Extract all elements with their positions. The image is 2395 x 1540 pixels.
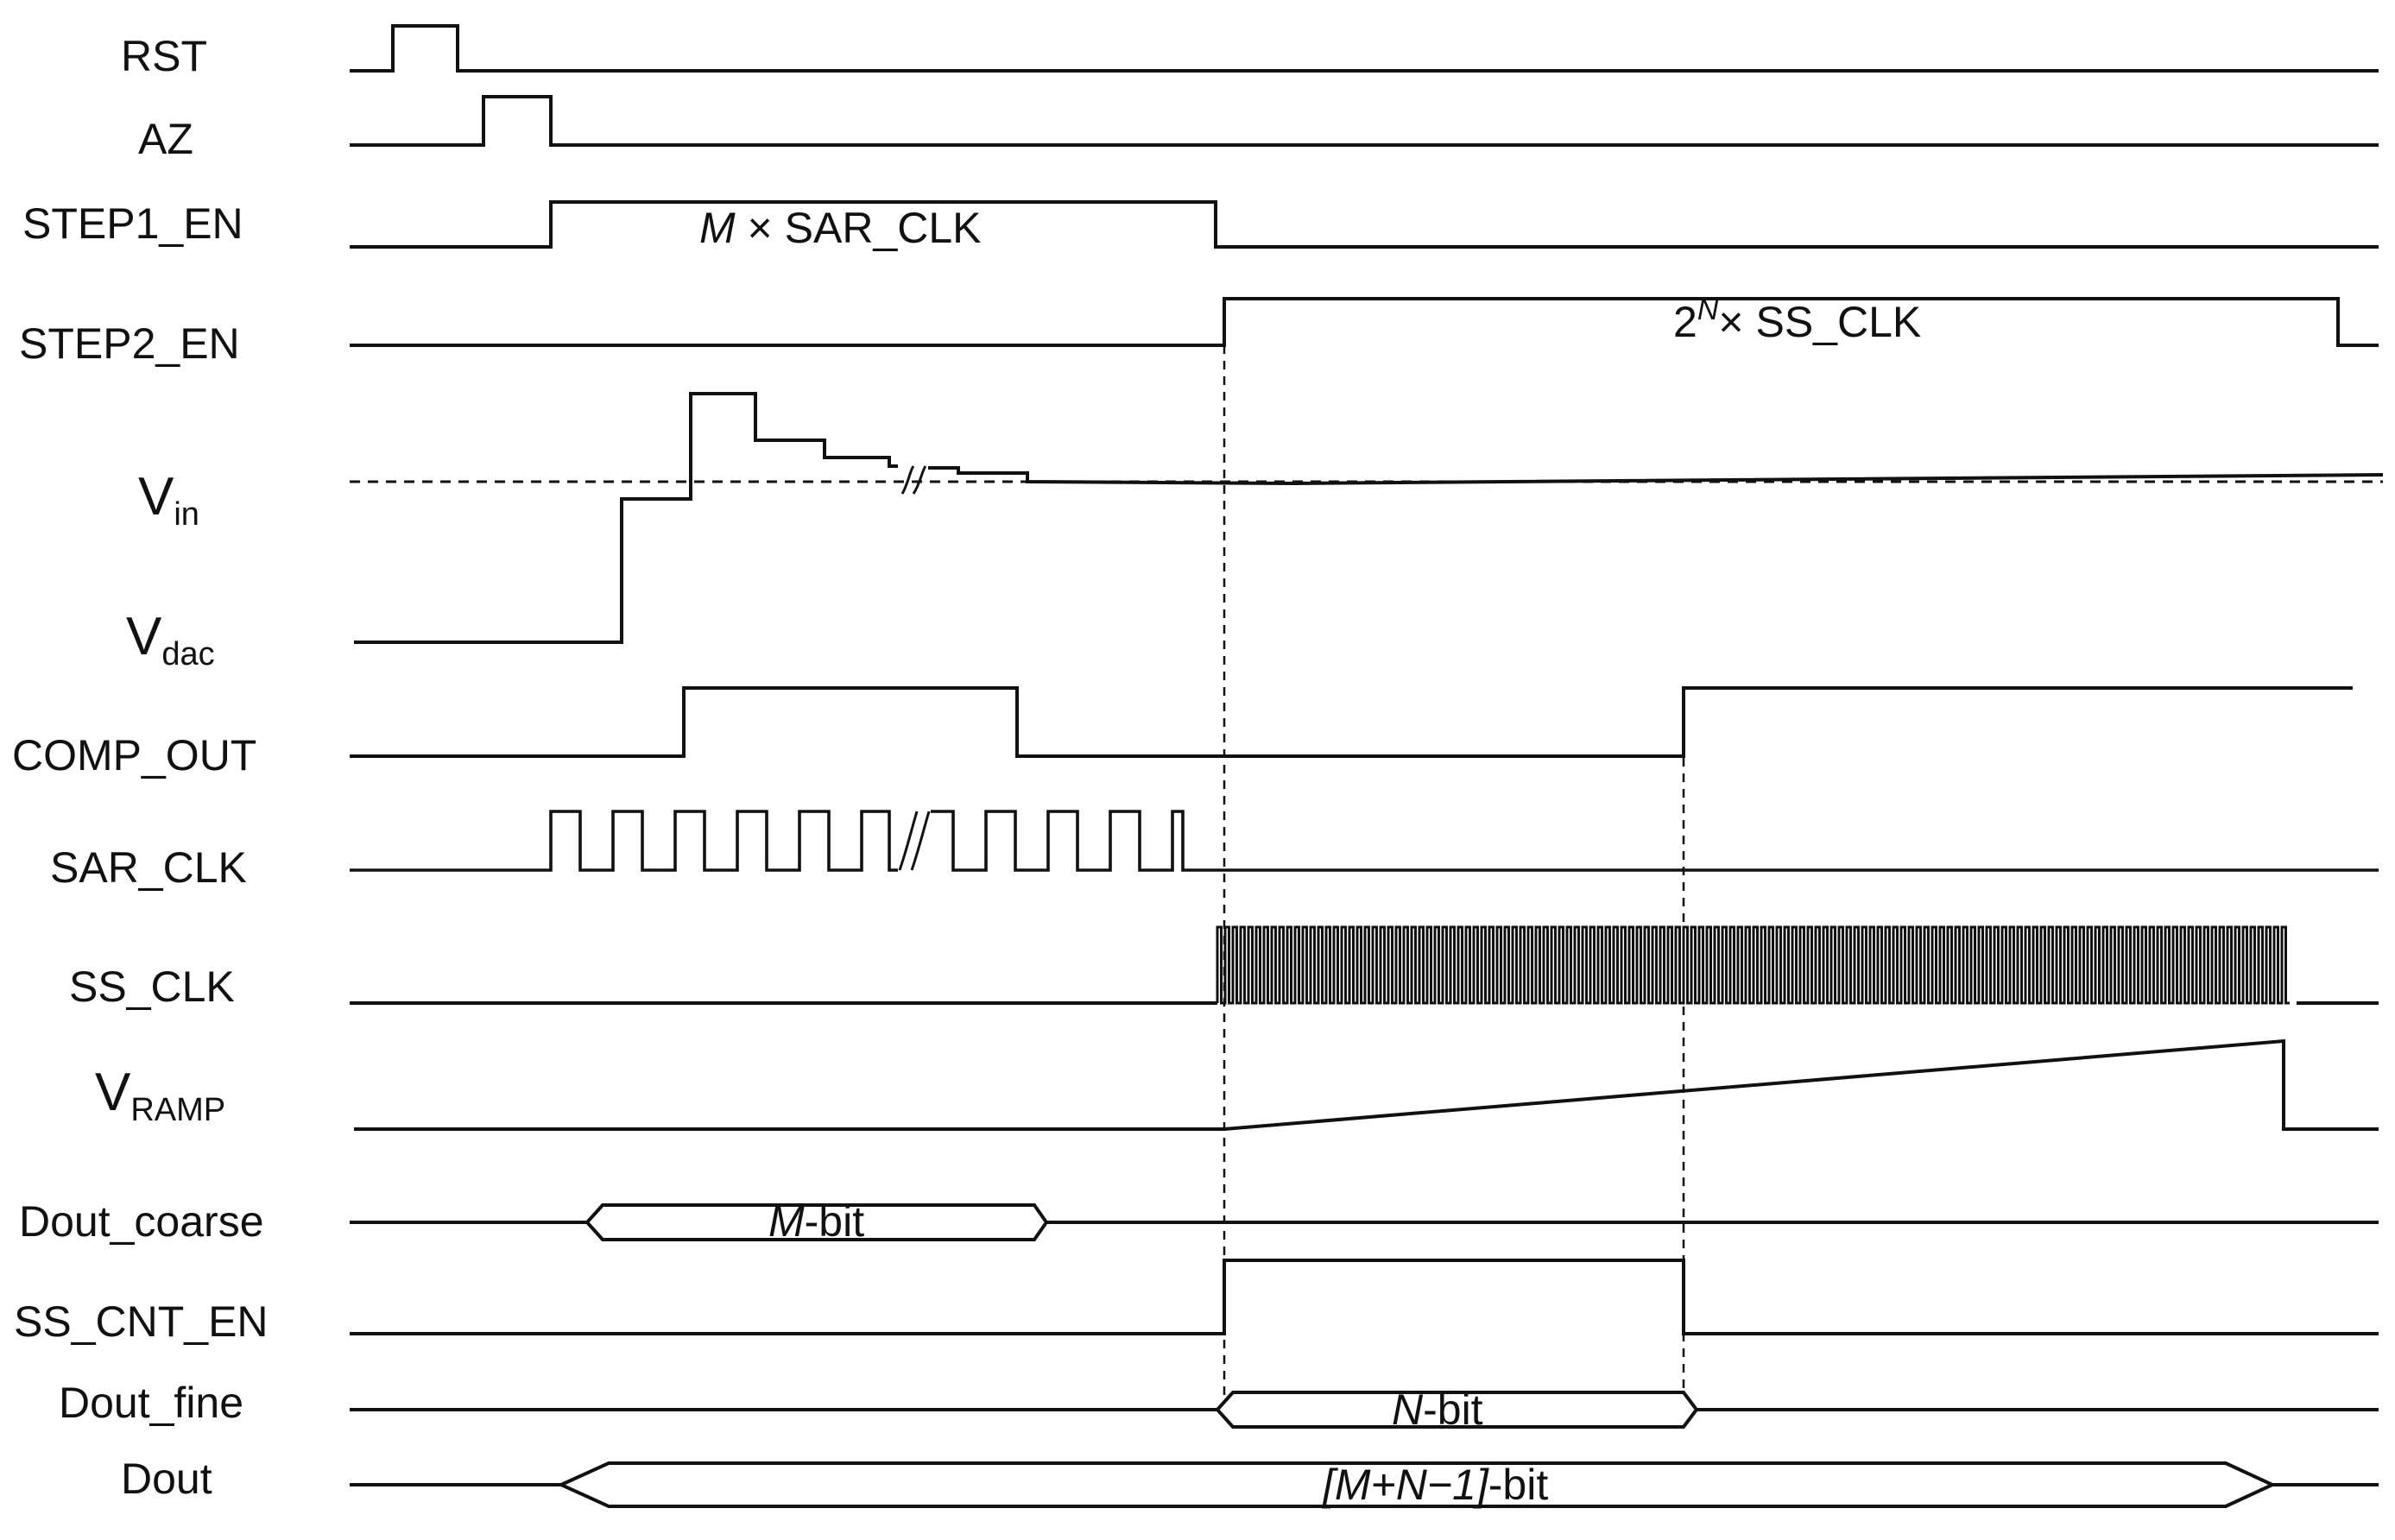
step1-annotation-var: M <box>699 204 736 252</box>
wave-vdac-settle <box>928 466 2384 486</box>
label-vin-main: V <box>138 467 174 527</box>
dout-fine-label-rest: -bit <box>1423 1385 1483 1434</box>
dout-coarse-label-var: M <box>768 1197 805 1246</box>
label-vdac-sub: dac <box>161 636 214 672</box>
label-step1-en: STEP1_EN <box>22 199 243 248</box>
label-vdac: Vdac <box>126 607 215 672</box>
label-vramp-main: V <box>95 1063 131 1122</box>
dout-label-var: [M+N−1] <box>1322 1461 1489 1509</box>
time-markers <box>1223 345 1685 1398</box>
wave-vramp <box>354 1038 2379 1131</box>
dout-fine-label-var: N <box>1392 1385 1424 1434</box>
wave-ss-cnt-en <box>350 1259 2379 1335</box>
wave-rst <box>350 24 2379 73</box>
bus-dout-coarse: M-bit <box>350 1197 2379 1246</box>
wave-ss-clk <box>350 925 2379 1005</box>
step1-annotation-rest: × SAR_CLK <box>736 204 982 252</box>
vdac-break-mark <box>900 465 927 495</box>
label-ss-cnt-en: SS_CNT_EN <box>14 1297 269 1346</box>
dout-label-rest: -bit <box>1488 1461 1549 1509</box>
label-vdac-main: V <box>126 607 162 666</box>
sar-clk-pulses-a <box>350 810 898 872</box>
dout-label: [M+N−1]-bit <box>1322 1461 1548 1509</box>
sar-clk-break-mark <box>898 811 931 871</box>
step2-annotation-rest: × SS_CLK <box>1718 298 1921 346</box>
wave-step2-en <box>350 297 2379 347</box>
label-rst: RST <box>121 32 207 80</box>
bus-dout: [M+N−1]-bit <box>350 1461 2379 1509</box>
label-vramp-sub: RAMP <box>130 1092 225 1128</box>
label-sar-clk: SAR_CLK <box>50 843 247 892</box>
dout-coarse-label: M-bit <box>768 1197 864 1246</box>
wave-step1-en <box>350 200 2379 249</box>
label-vin-sub: in <box>174 496 199 533</box>
label-dout-coarse: Dout_coarse <box>19 1197 264 1246</box>
label-dout-fine: Dout_fine <box>59 1379 243 1427</box>
wave-vdac <box>354 392 898 644</box>
bus-dout-fine: N-bit <box>350 1385 2379 1434</box>
label-ss-clk: SS_CLK <box>69 962 235 1011</box>
step1-annotation: M × SAR_CLK <box>699 204 982 252</box>
label-step2-en: STEP2_EN <box>19 319 240 368</box>
dout-fine-label: N-bit <box>1392 1385 1483 1434</box>
wave-sar-clk <box>350 810 2379 872</box>
label-dout: Dout <box>121 1455 212 1503</box>
sar-clk-pulses-b <box>931 810 2379 872</box>
wave-comp-out <box>350 686 2353 758</box>
step2-annotation-exp: N <box>1697 293 1719 326</box>
ss-clk-pulses <box>1216 925 2290 1005</box>
label-vin: Vin <box>138 467 199 533</box>
label-vramp: VRAMP <box>95 1063 225 1128</box>
signal-labels: RST AZ STEP1_EN STEP2_EN Vin Vdac COMP_O… <box>12 32 269 1503</box>
label-comp-out: COMP_OUT <box>12 731 256 779</box>
wave-az <box>350 95 2379 147</box>
label-az: AZ <box>138 115 193 163</box>
step2-annotation: 2N× SS_CLK <box>1673 293 1921 346</box>
step2-annotation-base: 2 <box>1673 298 1697 346</box>
dout-coarse-label-rest: -bit <box>805 1197 865 1246</box>
